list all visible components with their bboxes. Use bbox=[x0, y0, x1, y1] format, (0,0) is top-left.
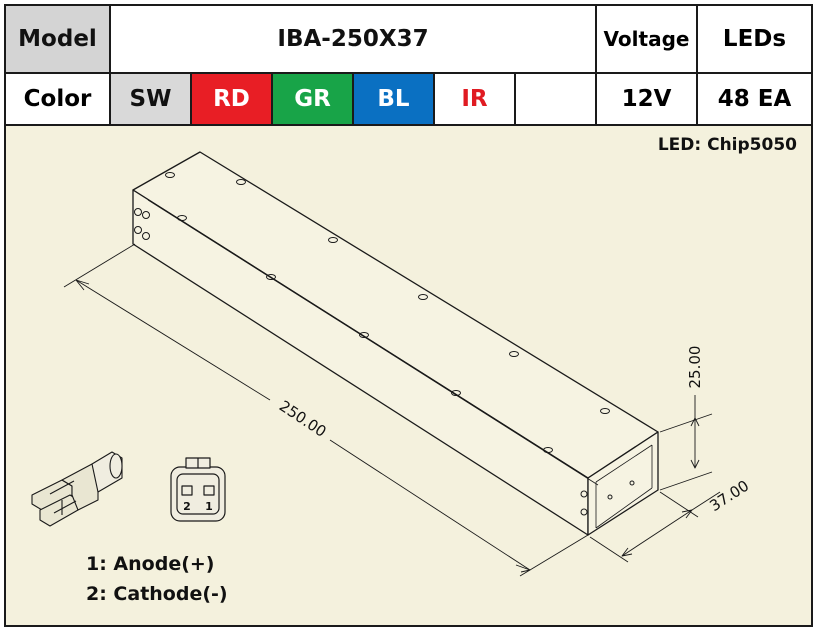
color-ir: IR bbox=[433, 72, 516, 126]
pin-cathode-label: 2: Cathode(-) bbox=[86, 583, 228, 605]
connector-plug-icon bbox=[31, 451, 123, 527]
color-gr: GR bbox=[271, 72, 354, 126]
mounting-holes bbox=[134, 172, 635, 516]
connector-front-icon bbox=[170, 457, 226, 522]
dimension-length-lines bbox=[63, 243, 589, 577]
color-rd: RD bbox=[190, 72, 273, 126]
leds-label: LEDs bbox=[696, 6, 811, 74]
voltage-value: 12V bbox=[595, 72, 698, 126]
color-empty-cell bbox=[514, 72, 597, 126]
pin-anode-label: 1: Anode(+) bbox=[86, 553, 215, 575]
dimension-length-label: 250.00 bbox=[276, 397, 330, 441]
model-value: IBA-250X37 bbox=[109, 6, 597, 74]
leds-value: 48 EA bbox=[696, 72, 811, 126]
spec-table: Model IBA-250X37 Voltage LEDs Color SW R… bbox=[6, 6, 811, 126]
dimension-height-label: 25.00 bbox=[686, 346, 704, 389]
connector-pin-2: 2 bbox=[183, 500, 191, 513]
led-chip-type: LED: Chip5050 bbox=[657, 135, 797, 155]
connector-pin-1: 1 bbox=[205, 500, 213, 513]
voltage-label: Voltage bbox=[595, 6, 698, 74]
dimension-height-lines bbox=[659, 395, 713, 491]
dimension-width-label: 37.00 bbox=[706, 477, 752, 515]
model-label: Model bbox=[6, 6, 111, 74]
color-bl: BL bbox=[352, 72, 435, 126]
dimension-width-lines bbox=[589, 491, 721, 563]
color-sw: SW bbox=[109, 72, 192, 126]
color-label: Color bbox=[6, 72, 111, 126]
spec-sheet: Model IBA-250X37 Voltage LEDs Color SW R… bbox=[4, 4, 813, 627]
